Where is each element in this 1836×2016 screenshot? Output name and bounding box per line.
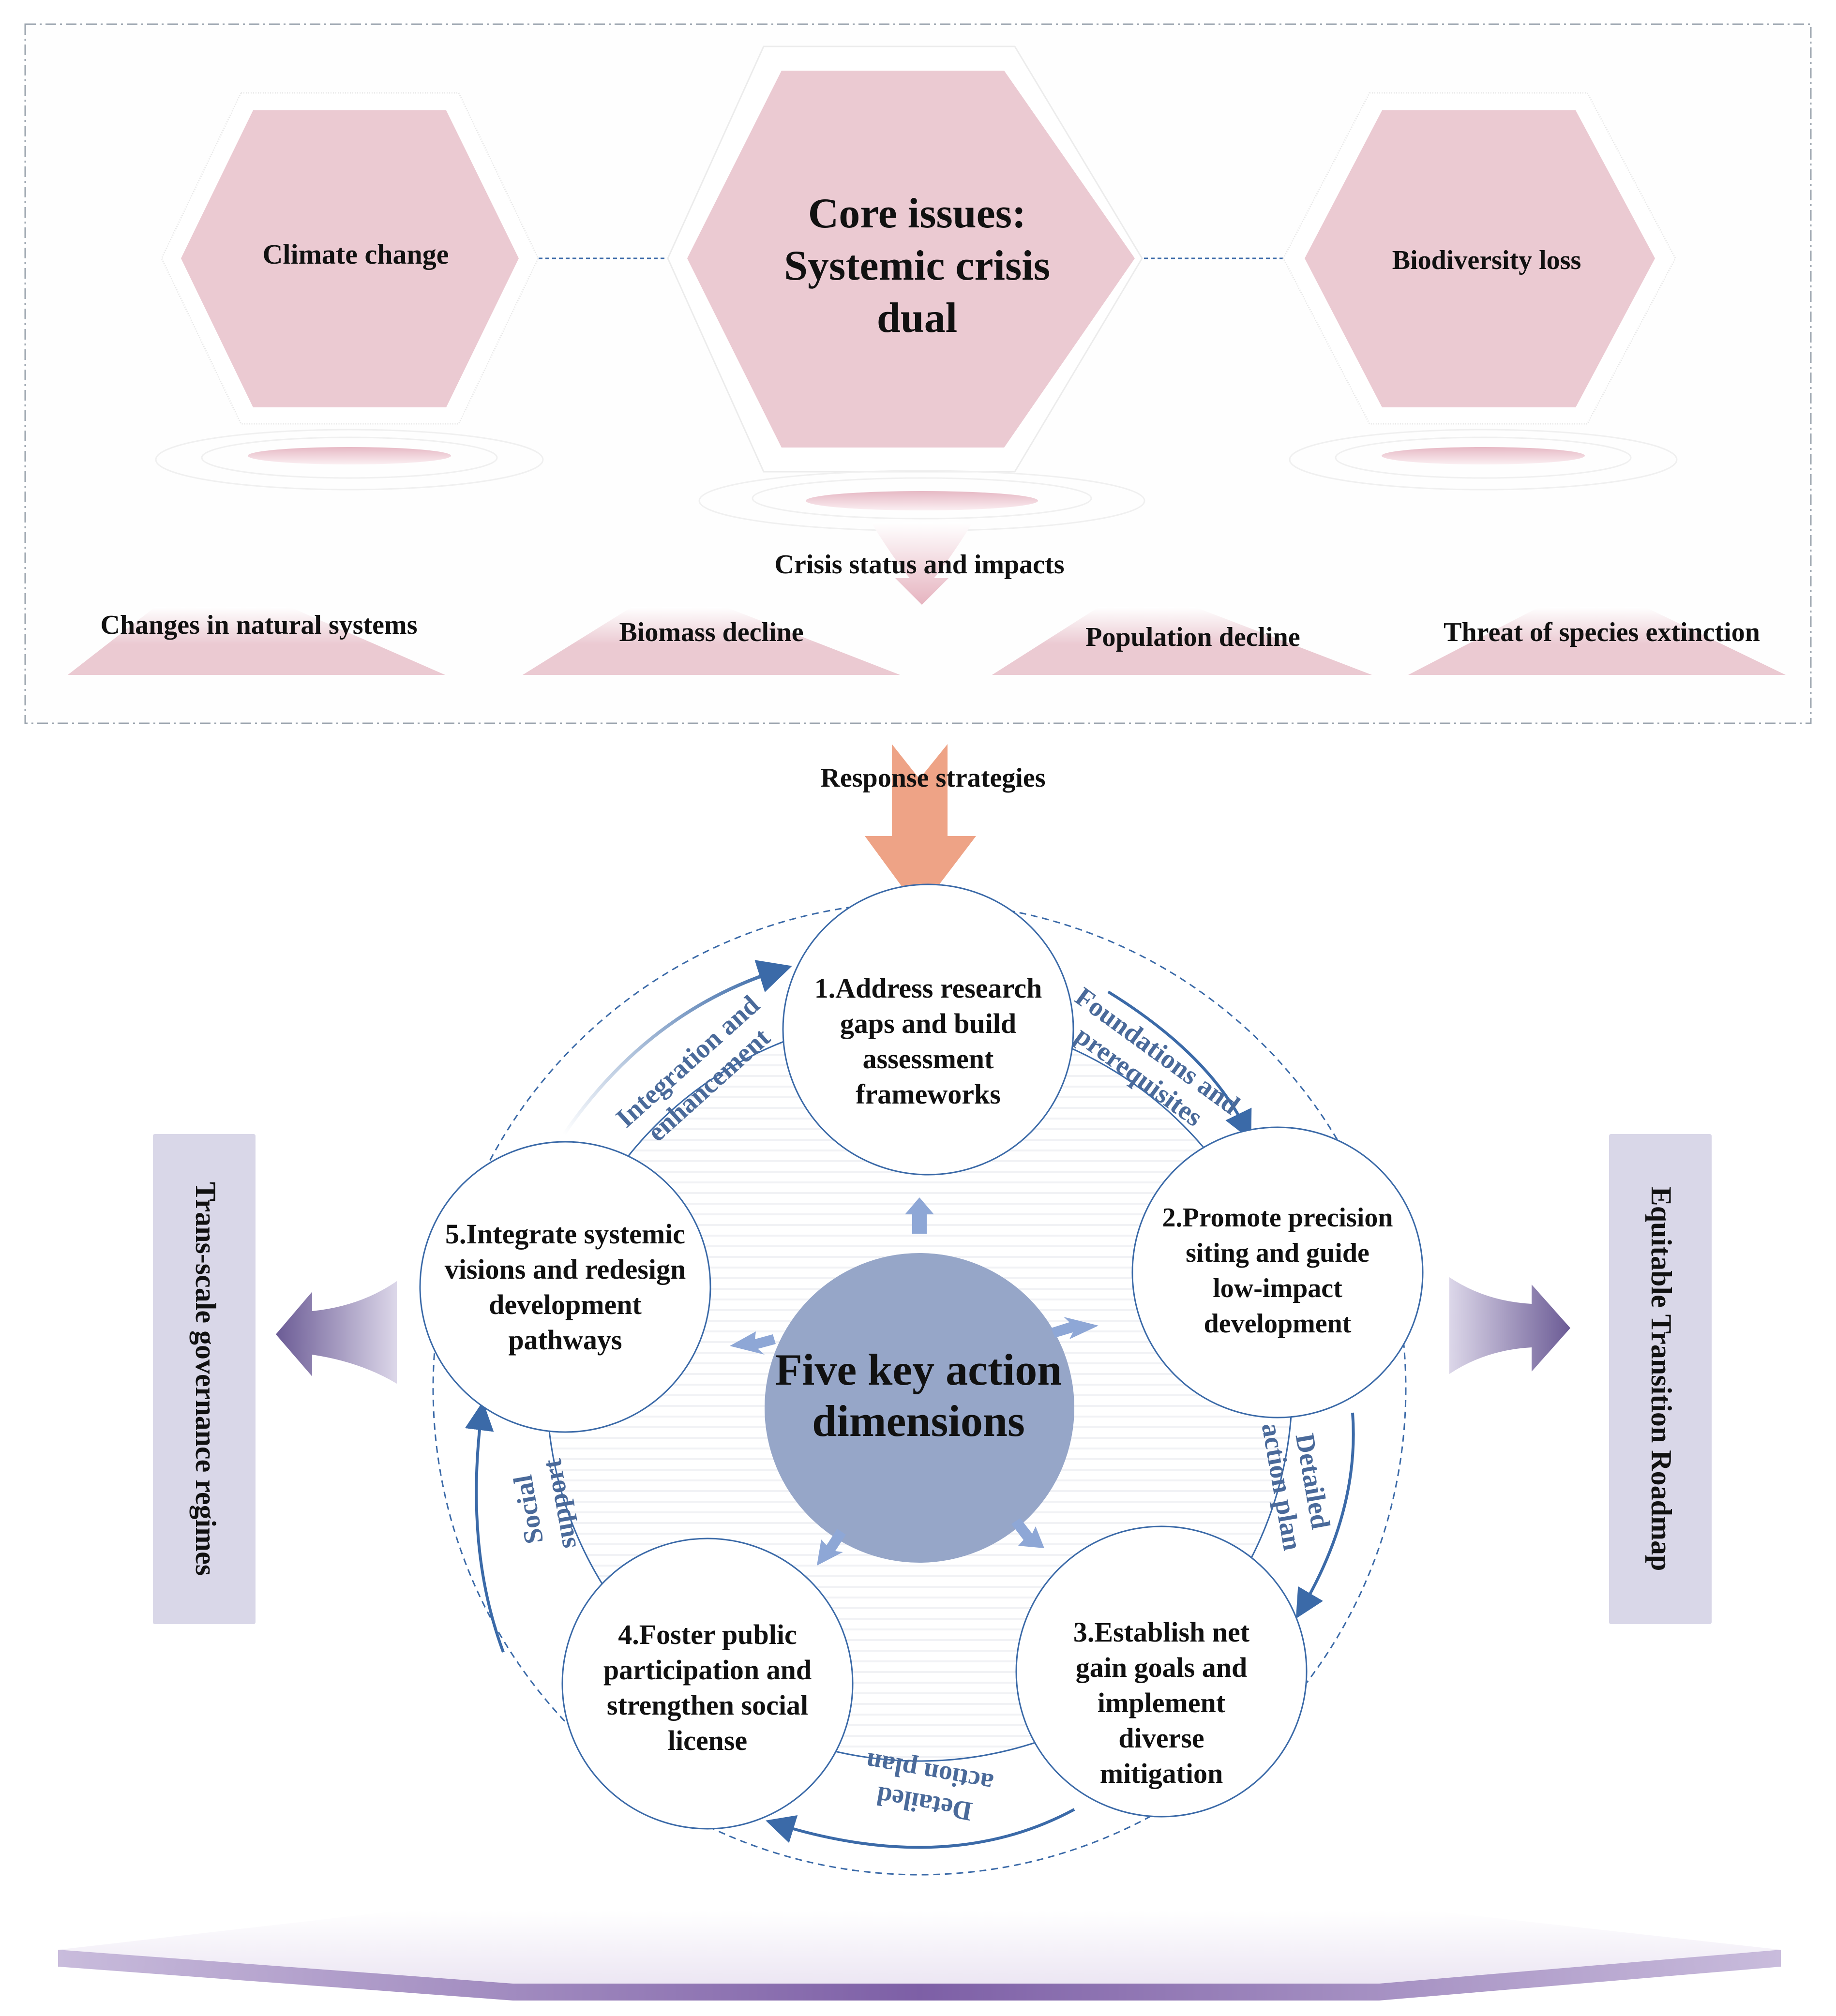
side-label-left: Trans-scale governance regimes xyxy=(190,1182,222,1576)
impact-label: Biomass decline xyxy=(619,617,803,647)
hexagon-base-ring xyxy=(201,436,498,479)
action-2-line: low-impact xyxy=(1213,1273,1342,1303)
side-box-right: Equitable Transition Roadmap xyxy=(1609,1134,1712,1624)
crisis-status-label: Crisis status and impacts xyxy=(775,550,1065,580)
action-1-line: 1.Address research xyxy=(814,972,1042,1004)
action-5-line: development xyxy=(489,1289,642,1320)
arrow-up-icon xyxy=(905,1197,934,1234)
impact-changes-natural-systems: Changes in natural systems xyxy=(68,607,445,675)
left-outcome-arrow-icon xyxy=(276,1281,397,1384)
action-5-line: 5.Integrate systemic xyxy=(445,1218,685,1250)
action-3-line: diverse xyxy=(1118,1722,1204,1754)
hexagon-core-issues: Core issues: Systemic crisis dual xyxy=(667,45,1145,605)
action-2-line: siting and guide xyxy=(1186,1238,1369,1268)
arrow-down-left-icon xyxy=(817,1529,846,1566)
impact-label: Population decline xyxy=(1085,622,1300,652)
link-label-detailed-action-plan-bottom: Detailed action plan xyxy=(864,1747,996,1826)
center-circle xyxy=(765,1253,1074,1563)
link-arrow-4-to-5 xyxy=(465,1401,505,1653)
center-arrows xyxy=(730,1197,1099,1566)
action-4-line: strengthen social xyxy=(607,1689,808,1721)
action-4-line: 4.Foster public xyxy=(618,1619,797,1650)
core-title-line-1: Core issues: xyxy=(808,190,1026,237)
link-arrow-3-to-4 xyxy=(766,1808,1075,1849)
action-circle-4: 4.Foster public participation and streng… xyxy=(561,1538,854,1830)
action-5-line: pathways xyxy=(508,1324,622,1356)
action-circle-2: 2.Promote precision siting and guide low… xyxy=(1131,1126,1424,1419)
action-3-line: 3.Establish net xyxy=(1073,1616,1250,1648)
center-title-line-2: dimensions xyxy=(812,1396,1025,1446)
impact-label: Threat of species extinction xyxy=(1444,617,1760,647)
impact-population-decline: Population decline xyxy=(992,607,1372,675)
action-5-line: visions and redesign xyxy=(445,1254,686,1285)
action-4-line: participation and xyxy=(603,1654,812,1686)
link-arrow-2-to-3 xyxy=(1295,1412,1355,1619)
hexagon-base-ring xyxy=(1289,429,1678,491)
impact-label: Changes in natural systems xyxy=(101,610,418,640)
link-arrow-5-to-1 xyxy=(562,960,792,1135)
action-3-line: mitigation xyxy=(1100,1758,1223,1789)
hexagon-base-disc xyxy=(806,491,1038,510)
response-strategies-label: Response strategies xyxy=(820,763,1045,793)
hexagon-climate-change: Climate change xyxy=(155,92,544,491)
impact-biomass-decline: Biomass decline xyxy=(523,607,900,675)
crisis-funnel-arrow xyxy=(871,523,973,605)
side-label-right: Equitable Transition Roadmap xyxy=(1645,1187,1677,1571)
arrow-down-right-icon xyxy=(1011,1518,1044,1548)
hexagon-base-disc xyxy=(248,447,451,464)
base-platform xyxy=(58,1911,1781,2001)
link-label-detailed-action-plan-right: Detailed action plan xyxy=(1256,1421,1336,1553)
action-1-line: assessment xyxy=(863,1043,994,1075)
action-1-line: gaps and build xyxy=(840,1008,1016,1039)
link-arrow-1-to-2 xyxy=(1107,990,1252,1140)
center-title-line-1: Five key action xyxy=(775,1345,1062,1394)
impact-threat-species-extinction: Threat of species extinction xyxy=(1408,607,1786,675)
response-arrow-icon xyxy=(865,744,976,911)
hexagon-label-climate: Climate change xyxy=(263,239,449,270)
arrow-right-icon xyxy=(1051,1317,1099,1339)
action-circle-5: 5.Integrate systemic visions and redesig… xyxy=(419,1141,711,1433)
action-2-line: 2.Promote precision xyxy=(1162,1203,1393,1233)
action-3-line: gain goals and xyxy=(1076,1652,1248,1683)
hexagon-label-biodiversity: Biodiversity loss xyxy=(1392,245,1581,275)
hexagon-base-ring xyxy=(752,477,1092,520)
core-title-line-3: dual xyxy=(877,295,957,342)
hexagon-base-ring xyxy=(1335,436,1632,479)
action-2-line: development xyxy=(1204,1309,1352,1339)
action-circle-3: 3.Establish net gain goals and implement… xyxy=(1015,1525,1308,1818)
action-circle-1: 1.Address research gaps and build assess… xyxy=(782,883,1074,1176)
hexagon-base-disc xyxy=(1382,447,1585,464)
arrow-left-icon xyxy=(730,1331,776,1355)
hexagon-base-ring xyxy=(155,429,544,491)
action-4-line: license xyxy=(668,1725,747,1756)
hexagon-biodiversity-loss: Biodiversity loss xyxy=(1282,92,1678,491)
right-outcome-arrow-icon xyxy=(1449,1277,1570,1374)
action-1-line: frameworks xyxy=(856,1078,1001,1110)
core-title-line-2: Systemic crisis xyxy=(784,242,1050,289)
side-box-left: Trans-scale governance regimes xyxy=(153,1134,256,1624)
action-3-line: implement xyxy=(1098,1687,1226,1718)
